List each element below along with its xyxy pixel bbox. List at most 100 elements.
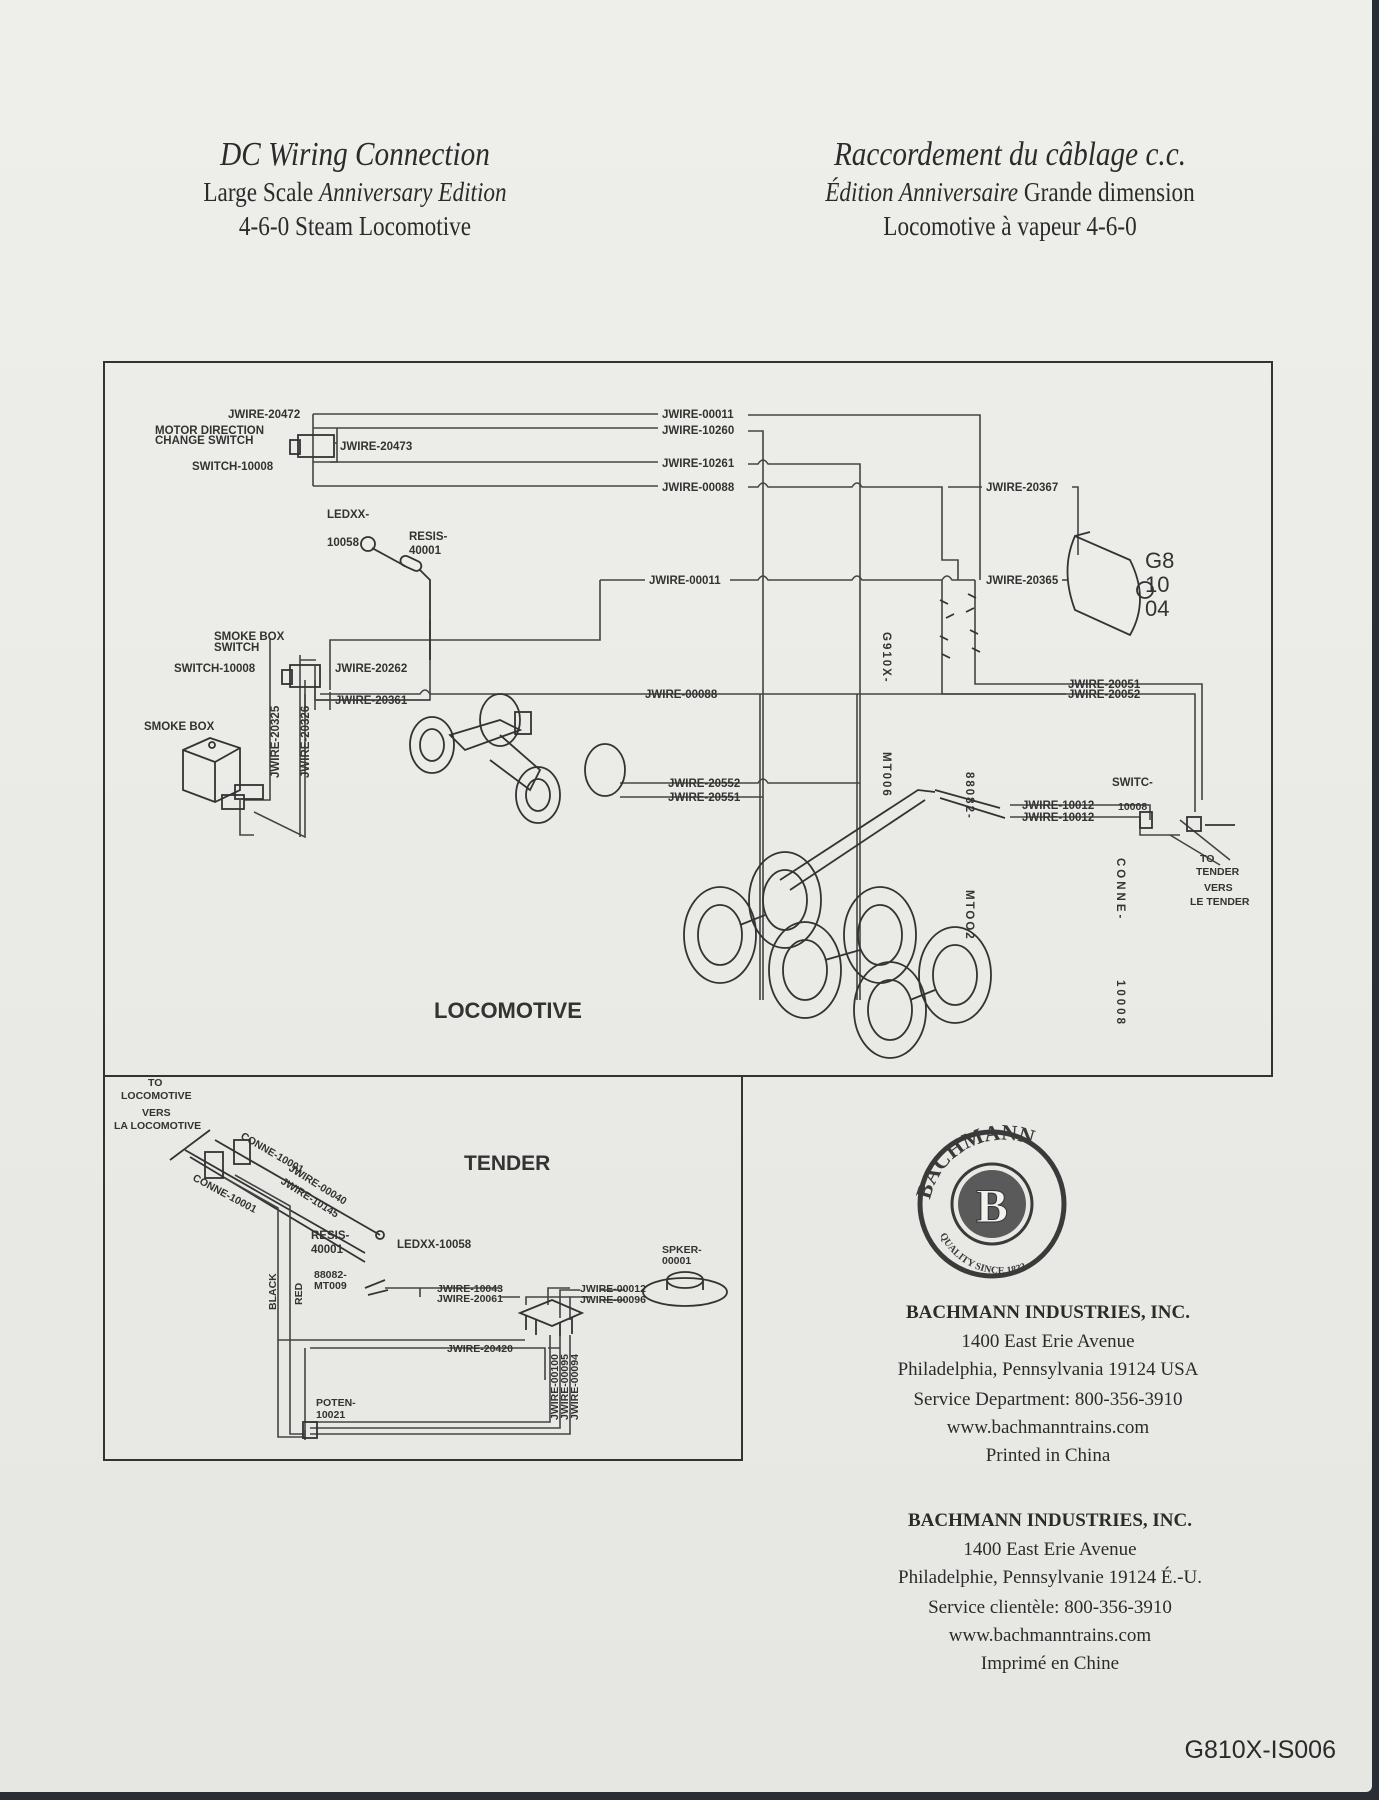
label-smoke-box: SMOKE BOX (144, 721, 215, 733)
label-jwire-20365: JWIRE-20365 (986, 575, 1059, 587)
motor-direction-switch (289, 434, 335, 458)
label-jwire-10012-a: JWIRE-10012 (1022, 800, 1094, 812)
logo-letter: B (976, 1180, 1008, 1233)
website-fr[interactable]: www.bachmanntrains.com (948, 1625, 1152, 1646)
label-spker-1: SPKER- (662, 1244, 702, 1256)
track-pickups (939, 593, 981, 659)
street-fr: 1400 East Erie Avenue (963, 1539, 1137, 1560)
label-mt009-1: 88082- (314, 1269, 347, 1281)
contact-block-en: BACHMANN INDUSTRIES, INC. 1400 East Erie… (838, 1298, 1258, 1470)
label-jwire-10043: JWIRE-10043 (437, 1283, 503, 1295)
printed-en: Printed in China (985, 1445, 1111, 1466)
label-motor-2: 10 (1145, 572, 1169, 597)
label-to-tender-2: TENDER (1196, 866, 1240, 878)
label-jwire-20326: JWIRE-20326 (300, 706, 312, 778)
label-jwire-10012-b: JWIRE-10012 (1022, 812, 1094, 824)
label-jwire-00100: JWIRE-00100 (549, 1354, 561, 1420)
smoke-box (182, 737, 264, 810)
label-ledxx-2: 10058 (327, 537, 360, 549)
tender-wires (169, 1129, 625, 1440)
led-resistor (360, 536, 431, 660)
document-id: G810X-IS006 (1184, 1736, 1337, 1764)
label-jwire-20325: JWIRE-20325 (270, 705, 282, 778)
label-poten-1: POTEN- (316, 1397, 356, 1409)
label-jwire-20473: JWIRE-20473 (340, 441, 412, 453)
driver-wheels (683, 789, 1006, 1059)
label-jwire-20551: JWIRE-20551 (668, 792, 741, 804)
label-g910x: G910X- (880, 632, 892, 684)
model-fr: Locomotive à vapeur 4-6-0 (883, 211, 1137, 241)
label-jwire-00095: JWIRE-00095 (559, 1354, 571, 1420)
label-jwire-00088-low: JWIRE-00088 (645, 689, 718, 701)
tender-connector-loco (1139, 811, 1235, 832)
street-en: 1400 East Erie Avenue (961, 1331, 1135, 1352)
city-en: Philadelphia, Pennsylvania 19124 USA (897, 1359, 1199, 1380)
label-jwire-00096: JWIRE-00096 (580, 1294, 646, 1306)
pilot-truck (409, 693, 626, 824)
label-conne-num: 10008 (1114, 980, 1126, 1027)
label-switch-10008-smoke: SWITCH-10008 (174, 663, 256, 675)
label-to-loco-2: LOCOMOTIVE (121, 1090, 192, 1102)
locomotive-title: LOCOMOTIVE (434, 998, 582, 1023)
label-jwire-00012: JWIRE-00012 (580, 1283, 646, 1295)
label-jwire-00094: JWIRE-00094 (569, 1354, 581, 1420)
label-ledxx-1: LEDXX- (327, 509, 369, 521)
label-switch-10008-motor: SWITCH-10008 (192, 461, 274, 473)
bachmann-logo: B BACHMANN QUALITY SINCE 1833 (911, 1119, 1067, 1279)
locomotive-frame (103, 361, 1273, 1077)
label-jwire-10260: JWIRE-10260 (662, 425, 734, 437)
label-jwire-20262: JWIRE-20262 (335, 663, 407, 675)
subtitle-fr: Édition Anniversaire Grande dimension (825, 177, 1195, 207)
title-block-en: DC Wiring Connection Large Scale Anniver… (130, 135, 580, 243)
label-jwire-20052: JWIRE-20052 (1068, 689, 1140, 701)
model-en: 4-6-0 Steam Locomotive (238, 211, 472, 241)
label-jwire-20367: JWIRE-20367 (986, 482, 1058, 494)
label-jwire-20361: JWIRE-20361 (335, 695, 408, 707)
title-block-fr: Raccordement du câblage c.c. Édition Ann… (770, 135, 1250, 243)
label-jwire-20420: JWIRE-20420 (447, 1343, 513, 1355)
label-switc: SWITC- (1112, 777, 1153, 789)
contact-block-fr: BACHMANN INDUSTRIES, INC. 1400 East Erie… (840, 1506, 1260, 1678)
company-name-en: BACHMANN INDUSTRIES, INC. (906, 1302, 1190, 1323)
label-jwire-00011-top: JWIRE-00011 (662, 409, 734, 421)
label-vers-1: VERS (1204, 882, 1233, 894)
label-resis-1: RESIS- (311, 1230, 350, 1242)
label-jwire-20552: JWIRE-20552 (668, 778, 740, 790)
label-motor-direction-1: MOTOR DIRECTION (155, 425, 264, 437)
label-smoke-switch-2: SWITCH (214, 642, 259, 654)
locomotive-labels: JWIRE-20472 MOTOR DIRECTION CHANGE SWITC… (144, 409, 1250, 1027)
label-88082: 88082- (963, 772, 975, 820)
label-ledxx-10058: LEDXX-10058 (397, 1239, 472, 1251)
label-jwire-10261: JWIRE-10261 (662, 458, 735, 470)
label-mt009-2: MT009 (314, 1280, 347, 1292)
label-resis-1: RESIS- (409, 531, 448, 543)
label-jwire-20051: JWIRE-20051 (1068, 679, 1141, 691)
title-en: DC Wiring Connection (220, 136, 490, 173)
label-to-loco-1: TO (148, 1077, 162, 1089)
tender-labels: TO LOCOMOTIVE VERS LA LOCOMOTIVE CONNE-1… (114, 1077, 702, 1421)
locomotive-wires (239, 413, 1231, 1000)
label-jwire-00011-mid: JWIRE-00011 (649, 575, 721, 587)
label-motor-1: G8 (1145, 548, 1174, 573)
label-jwire-20472: JWIRE-20472 (228, 409, 300, 421)
title-fr: Raccordement du câblage c.c. (833, 136, 1187, 173)
label-motor-direction-2: CHANGE SWITCH (155, 435, 253, 447)
smoke-box-switch (281, 664, 321, 688)
label-conne-vertical: CONNE- (1114, 858, 1126, 921)
label-poten-2: 10021 (316, 1409, 345, 1421)
label-to-tender-1: TO (1200, 853, 1214, 865)
label-red: RED (293, 1282, 305, 1305)
label-mt006: MT006 (880, 752, 892, 798)
label-mt002: MTOO2 (963, 890, 975, 941)
tender-frame (103, 1076, 743, 1461)
city-fr: Philadelphie, Pennsylvanie 19124 É.-U. (898, 1567, 1202, 1588)
label-switc-num: 10008 (1118, 801, 1147, 813)
label-vers-1: VERS (142, 1107, 171, 1119)
website-en[interactable]: www.bachmanntrains.com (946, 1417, 1150, 1438)
label-jwire-20061: JWIRE-20061 (437, 1293, 503, 1305)
label-black: BLACK (267, 1273, 279, 1310)
service-fr: Service clientèle: 800-356-3910 (928, 1597, 1172, 1618)
label-spker-2: 00001 (662, 1255, 691, 1267)
printed-fr: Imprimé en Chine (980, 1653, 1120, 1674)
